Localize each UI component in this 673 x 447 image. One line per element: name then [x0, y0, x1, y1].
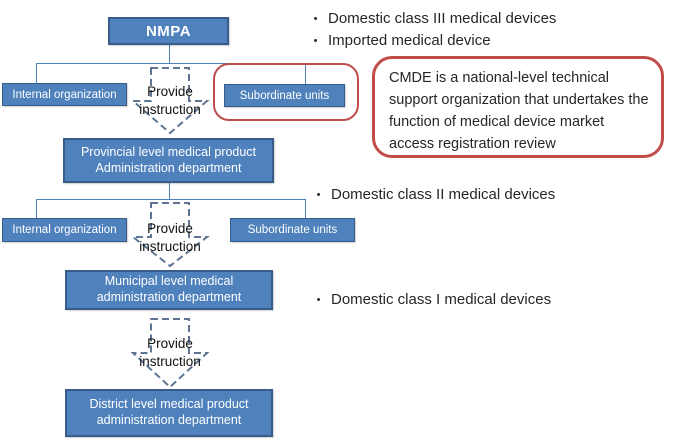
tier1-internal-label: Internal organization [12, 88, 117, 101]
bullet-imported-text: Imported medical device [328, 32, 491, 49]
tier2-subordinate-label: Subordinate units [247, 224, 338, 236]
arrow-caption-line: Provide [147, 336, 193, 351]
bullet-class1-text: Domestic class I medical devices [331, 291, 552, 308]
bullet-class2: • Domestic class II medical devices [306, 184, 556, 206]
arrow-caption-line: instruction [139, 101, 201, 117]
bullet-dot: • [313, 13, 318, 25]
cmde-note-text: CMDE is a national-level technical suppo… [389, 70, 649, 152]
arrow-caption-line: instruction [139, 238, 201, 254]
provincial-label-line1: Provincial level medical product [80, 144, 257, 159]
connector-tier2-horizontal [36, 199, 306, 200]
district-label-line2: administration department [96, 413, 242, 427]
tier1-internal-organization-box: Internal organization [2, 83, 127, 106]
tier2-internal-label: Internal organization [12, 224, 117, 236]
nmpa-box: NMPA [108, 17, 229, 45]
subordinate-units-highlight-ring [213, 63, 359, 121]
arrow-caption-2: Provide instruction [120, 220, 220, 255]
tier1-subordinate-units-box: Subordinate units [224, 84, 345, 107]
tier1-subordinate-label: Subordinate units [239, 89, 330, 102]
bullet-class3-text: Domestic class III medical devices [328, 10, 557, 27]
district-label-line1: District level medical product [89, 397, 249, 412]
bullet-class2-text: Domestic class II medical devices [331, 186, 556, 203]
connector-tier1-horizontal [36, 63, 306, 64]
bullet-dot: • [313, 35, 318, 47]
bullet-dot: • [316, 189, 321, 201]
bullet-imported: • Imported medical device [303, 30, 491, 52]
bullet-class3: • Domestic class III medical devices [303, 8, 557, 30]
nmpa-label: NMPA [145, 22, 192, 40]
cmde-callout: CMDE is a national-level technical suppo… [372, 56, 664, 158]
connector-tier1-left-down [36, 63, 37, 83]
connector-tier2-right-down [305, 199, 306, 218]
arrow-caption-line: instruction [139, 353, 201, 369]
connector-provincial-down [169, 183, 170, 199]
municipal-department-box: Municipal level medical administration d… [65, 270, 273, 310]
bullet-dot: • [316, 294, 321, 306]
tier2-subordinate-units-box: Subordinate units [230, 218, 355, 242]
connector-tier1-right-down [305, 63, 306, 84]
municipal-label-line2: administration department [96, 290, 242, 304]
bullet-class1: • Domestic class I medical devices [306, 289, 552, 311]
arrow-caption-line: Provide [147, 84, 193, 99]
connector-tier2-left-down [36, 199, 37, 218]
arrow-caption-3: Provide instruction [120, 335, 220, 370]
provincial-label-line2: Administration department [95, 160, 242, 175]
provincial-department-box: Provincial level medical product Adminis… [63, 138, 274, 183]
connector-nmpa-down [169, 45, 170, 63]
arrow-caption-line: Provide [147, 221, 193, 236]
tier2-internal-organization-box: Internal organization [2, 218, 127, 242]
district-department-box: District level medical product administr… [65, 389, 273, 437]
arrow-caption-1: Provide instruction [120, 83, 220, 118]
municipal-label-line1: Municipal level medical [104, 274, 234, 289]
